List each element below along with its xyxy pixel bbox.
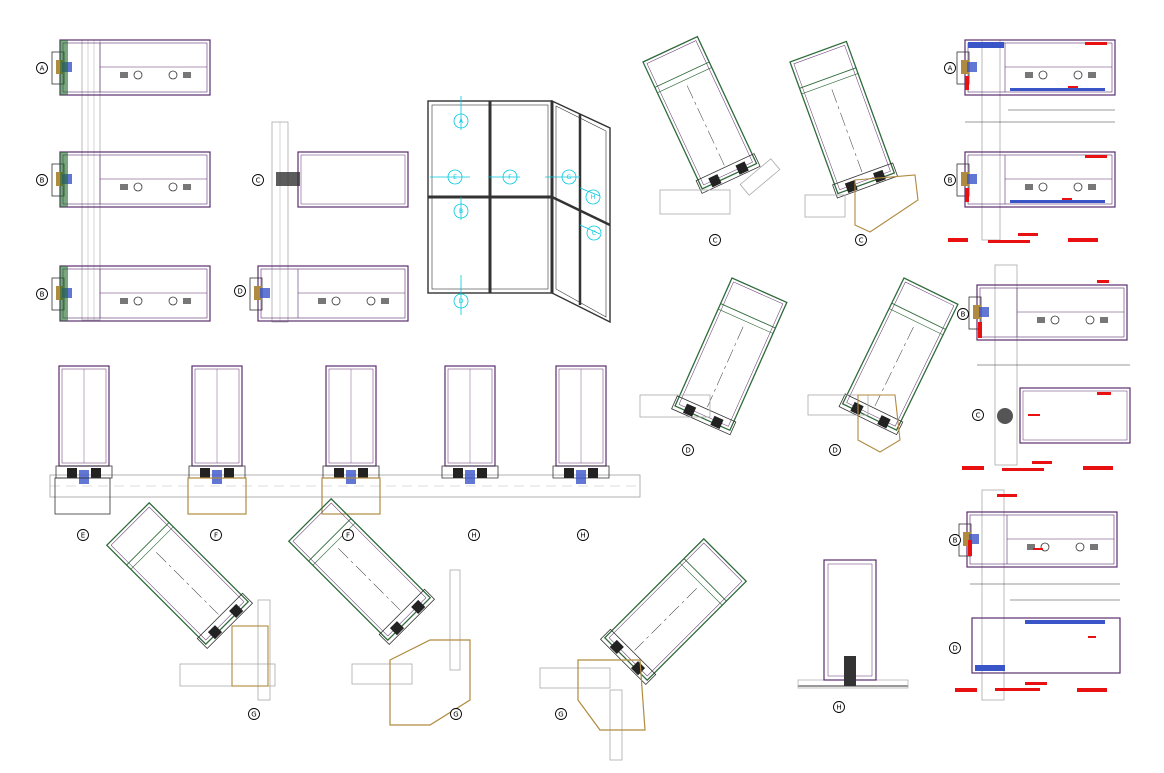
marker-c: C <box>256 177 261 185</box>
detail-group-mid-plans <box>249 121 409 323</box>
elevation-row <box>49 365 641 515</box>
marker-c: C <box>976 412 981 420</box>
marker-b: B <box>40 291 45 299</box>
callout-g: G <box>567 174 572 181</box>
callout-c: C <box>592 230 596 237</box>
detail-group-left-plans <box>51 39 211 322</box>
marker-b: B <box>948 177 953 185</box>
detail-group-right-markup <box>948 39 1131 701</box>
marker-h: H <box>836 704 841 712</box>
callout-e: E <box>453 174 457 181</box>
marker-h: H <box>471 532 476 540</box>
marker-b: B <box>961 311 966 319</box>
callout-a: A <box>459 118 464 125</box>
marker-d: D <box>237 288 242 296</box>
marker-a: A <box>948 65 953 73</box>
angled-details-top <box>639 35 961 453</box>
angled-details-bottom <box>104 496 749 761</box>
detail-h-standalone <box>797 559 909 689</box>
marker-d: D <box>832 447 837 455</box>
callout-f: F <box>508 174 512 181</box>
marker-g: G <box>251 711 256 719</box>
callout-d: D <box>459 298 464 305</box>
marker-c: C <box>859 237 864 245</box>
marker-a: A <box>40 65 45 73</box>
callout-b: B <box>459 208 463 215</box>
marker-f: F <box>346 532 350 540</box>
marker-g: G <box>558 711 563 719</box>
marker-g: G <box>453 711 458 719</box>
elevation-callouts: A E B F G H C D <box>453 118 596 305</box>
callout-h: H <box>591 194 596 201</box>
section-markers: A B B C D E F F H H G G G H C C D D A B … <box>36 62 984 720</box>
marker-b: B <box>953 537 958 545</box>
marker-f: F <box>214 532 218 540</box>
marker-d: D <box>685 447 690 455</box>
marker-c: C <box>713 237 718 245</box>
marker-e: E <box>81 532 85 540</box>
marker-d: D <box>952 645 957 653</box>
marker-b: B <box>40 177 45 185</box>
elevation-grid <box>427 96 611 324</box>
marker-h: H <box>580 532 585 540</box>
